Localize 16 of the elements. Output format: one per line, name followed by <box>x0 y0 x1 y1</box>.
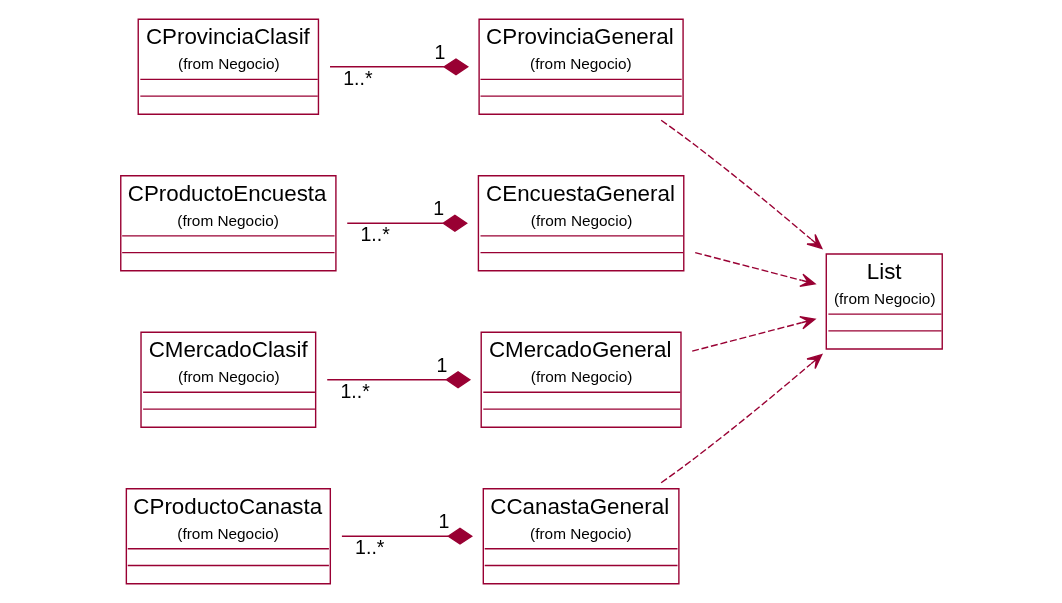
connector <box>326 371 471 389</box>
label: 1 <box>432 197 444 220</box>
label: 1..* <box>354 536 384 559</box>
label: 1..* <box>342 66 373 89</box>
arrow <box>659 353 822 484</box>
arrow <box>659 119 822 250</box>
label: 1 <box>436 353 447 376</box>
label: 1 <box>437 510 449 533</box>
label: 1 <box>433 40 445 63</box>
connector <box>340 527 473 545</box>
connector <box>328 58 469 76</box>
label: 1..* <box>359 223 390 246</box>
connector <box>346 214 468 232</box>
label: 1..* <box>339 379 370 402</box>
arrow <box>691 315 816 352</box>
arrow <box>694 251 816 288</box>
